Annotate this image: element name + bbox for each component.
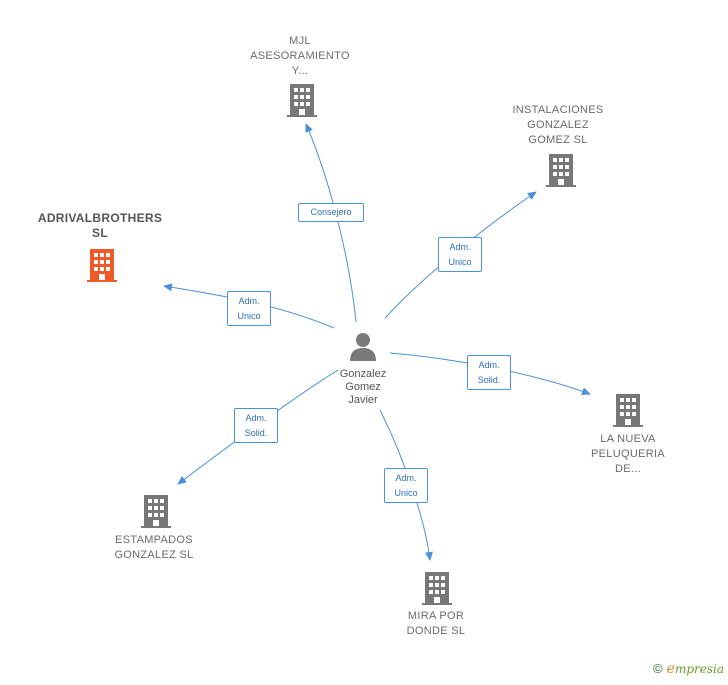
- company-label-mjl[interactable]: MJL ASESORAMIENTO Y...: [250, 35, 350, 77]
- company-label-estampados[interactable]: ESTAMPADOS GONZALEZ SL: [114, 534, 194, 561]
- building-icon[interactable]: [612, 392, 644, 428]
- role-badge-peluqueria: Adm. Solid.: [467, 355, 511, 390]
- building-icon[interactable]: [86, 247, 118, 283]
- copyright-icon: ©: [653, 661, 663, 676]
- building-icon[interactable]: [421, 570, 453, 606]
- edge-mjl: [305, 123, 357, 323]
- role-badge-instalaciones: Adm. Unico: [438, 237, 482, 272]
- building-icon[interactable]: [286, 82, 318, 118]
- brand-logo-e: e: [666, 661, 675, 677]
- role-badge-adrival: Adm. Unico: [227, 291, 271, 326]
- brand-footer: ©empresia: [653, 661, 724, 677]
- role-badge-estampados: Adm. Solid.: [234, 408, 278, 443]
- company-label-adrival[interactable]: ADRIVALBROTHERS SL: [37, 211, 163, 240]
- company-label-instalaciones[interactable]: INSTALACIONES GONZALEZ GOMEZ SL: [512, 104, 604, 146]
- company-label-peluqueria[interactable]: LA NUEVA PELUQUERIA DE...: [591, 433, 665, 475]
- role-badge-mjl: Consejero: [298, 203, 364, 222]
- building-icon[interactable]: [545, 152, 577, 188]
- person-icon[interactable]: [348, 331, 378, 361]
- company-label-mira[interactable]: MIRA POR DONDE SL: [406, 610, 466, 637]
- building-icon[interactable]: [140, 493, 172, 529]
- role-badge-mira: Adm. Unico: [384, 468, 428, 503]
- brand-logo-text: mpresia: [674, 662, 724, 676]
- person-label[interactable]: Gonzalez Gomez Javier: [339, 368, 387, 406]
